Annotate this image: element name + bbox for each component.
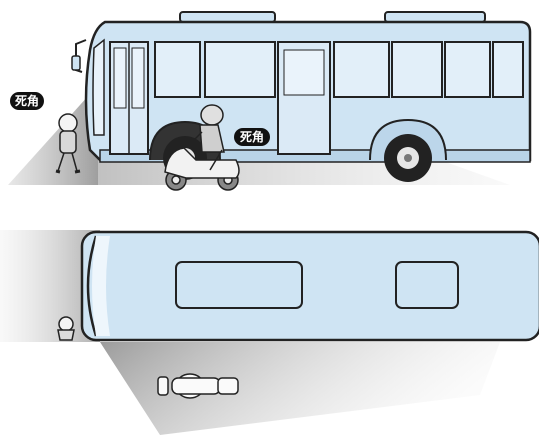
blind-spot-badge-front: 死角 xyxy=(10,92,44,110)
scooter-top-view-icon xyxy=(157,373,239,399)
bus-roof-hatch-rear xyxy=(384,11,486,23)
bus-top-windshield xyxy=(86,235,98,337)
bus-windshield xyxy=(92,38,105,136)
blind-spot-badge-side: 死角 xyxy=(234,128,270,146)
bus-side-view: 死角 死角 xyxy=(8,11,532,191)
bus-top-body xyxy=(80,230,539,342)
bus-side-windows xyxy=(154,41,524,98)
bus-top-view xyxy=(0,230,539,435)
bus-rear-wheel xyxy=(369,118,447,182)
top-side-blind-spot-area xyxy=(100,342,500,435)
bus-top-roof-hatch-front xyxy=(175,261,303,309)
front-blind-spot-area xyxy=(8,85,98,185)
scooter-rider-icon xyxy=(164,104,240,191)
bus-top-roof-hatch-rear xyxy=(395,261,459,309)
blind-spot-label-side: 死角 xyxy=(240,129,264,144)
child-top-view-icon xyxy=(57,316,75,341)
blind-spot-label-front: 死角 xyxy=(15,93,39,108)
bus-roof-hatch-front xyxy=(179,11,276,23)
child-pedestrian-icon xyxy=(55,113,81,174)
